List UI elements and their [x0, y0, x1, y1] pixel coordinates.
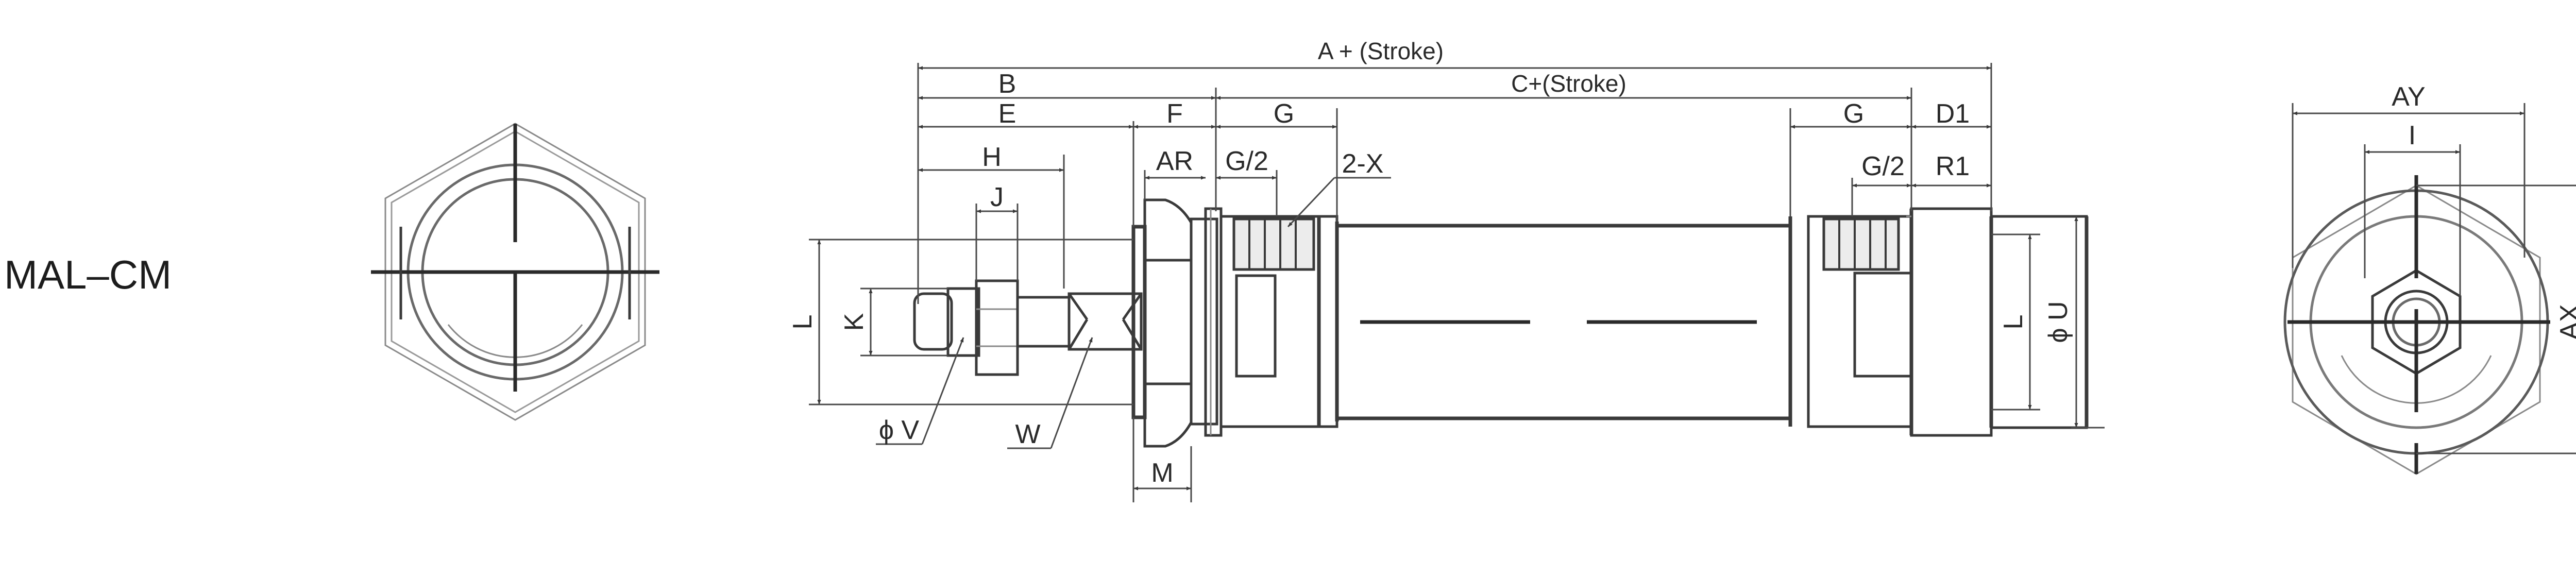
side-view-labels: A + (Stroke) B C+(Stroke) E F G G D1 H J…	[788, 38, 2073, 488]
dim-AY: AY	[2392, 82, 2426, 112]
dim-B: B	[998, 69, 1016, 99]
dim-G-left: G	[1274, 99, 1294, 129]
left-end-view	[371, 123, 659, 421]
dim-V: ϕ V	[879, 415, 920, 445]
side-view-dimensions	[809, 63, 2105, 502]
dim-G2-left: G/2	[1225, 146, 1268, 176]
dim-AX: AX	[2555, 304, 2576, 340]
dim-2X: 2-X	[1342, 149, 1384, 179]
dim-AR: AR	[1156, 146, 1193, 176]
dim-J: J	[990, 182, 1004, 212]
right-end-view: AY I AX	[2283, 82, 2576, 475]
dim-K: K	[839, 313, 869, 331]
dim-H: H	[982, 142, 1002, 172]
dim-L-right: L	[1998, 315, 2028, 330]
side-view	[913, 198, 2089, 448]
dim-G2-right: G/2	[1861, 151, 1905, 181]
dim-L-left: L	[788, 315, 818, 330]
dim-A: A + (Stroke)	[1318, 38, 1444, 64]
dim-M: M	[1151, 458, 1173, 488]
dim-G-right: G	[1843, 99, 1864, 129]
dim-R1: R1	[1936, 151, 1970, 181]
dim-C: C+(Stroke)	[1511, 70, 1626, 97]
model-label: MAL–CM	[4, 252, 172, 297]
dim-D1: D1	[1936, 99, 1970, 129]
dim-F: F	[1166, 99, 1183, 129]
dim-W: W	[1015, 419, 1040, 449]
dim-U: ϕ U	[2043, 301, 2073, 343]
dim-E: E	[998, 99, 1016, 129]
dim-I: I	[2409, 121, 2416, 150]
